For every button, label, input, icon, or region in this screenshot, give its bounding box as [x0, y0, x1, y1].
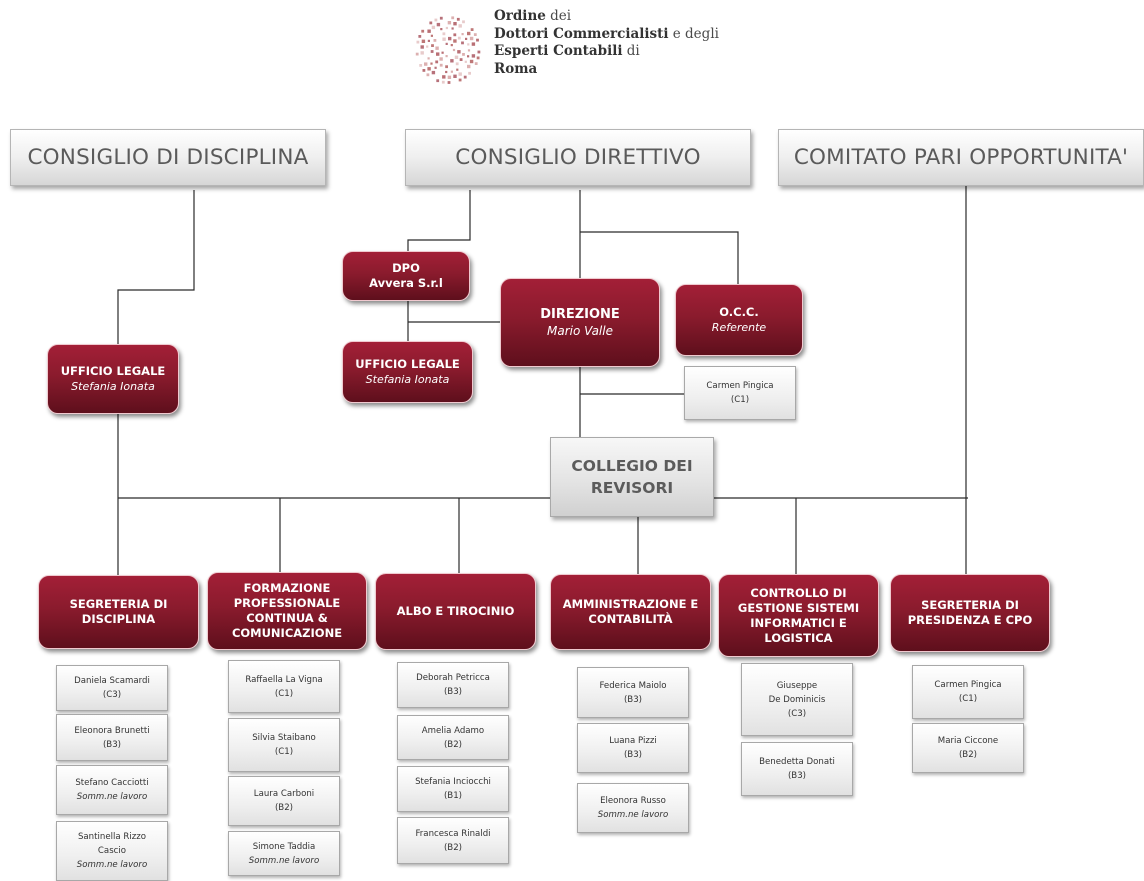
staff-card: Laura Carboni (B2)	[228, 776, 340, 826]
staff-name: Deborah Petricca	[416, 673, 490, 683]
staff-grade: (B2)	[443, 739, 463, 750]
staff-card: Stefania Inciocchi (B1)	[397, 766, 509, 812]
staff-grade: (C1)	[730, 395, 750, 405]
staff-card: Deborah Petricca (B3)	[397, 662, 509, 708]
staff-name: Simone Taddia	[252, 841, 316, 852]
staff-grade: (C1)	[958, 694, 978, 704]
staff-grade: (B2)	[274, 803, 294, 813]
staff-grade: (B2)	[443, 842, 463, 853]
staff-grade: (C3)	[102, 690, 122, 700]
dpo-box: DPO Avvera S.r.l	[342, 251, 470, 301]
unit-title: UFFICIO LEGALE	[60, 363, 166, 378]
staff-name: Daniela Scamardi	[74, 676, 150, 686]
dept-title: ALBO E TIROCINIO	[396, 604, 515, 618]
logo: Ordine dei Dottori Commercialisti e degl…	[410, 8, 740, 94]
header-comitato-pari-opportunita: COMITATO PARI OPPORTUNITA'	[778, 129, 1144, 186]
staff-card: Stefano Cacciotti Somm.ne lavoro	[56, 765, 168, 815]
logo-text: Ordine dei Dottori Commercialisti e degl…	[494, 8, 719, 78]
dept-title: SEGRETERIA DI DISCIPLINA	[69, 597, 168, 626]
staff-grade: (B3)	[102, 739, 122, 750]
staff-name: Benedetta Donati	[759, 757, 835, 767]
staff-card: Eleonora Russo Somm.ne lavoro	[577, 783, 689, 833]
staff-grade: (B3)	[443, 687, 463, 697]
staff-name: Amelia Adamo	[421, 725, 485, 736]
staff-name: Giuseppe De Dominicis	[768, 680, 826, 705]
dept-title: SEGRETERIA DI PRESIDENZA E CPO	[907, 598, 1033, 627]
staff-note: Somm.ne lavoro	[597, 810, 669, 820]
unit-person: Stefania Ionata	[365, 372, 450, 386]
ufficio-legale-left-box: UFFICIO LEGALE Stefania Ionata	[47, 344, 179, 414]
staff-grade: (C1)	[274, 688, 294, 699]
staff-name: Carmen Pingica	[706, 381, 774, 391]
unit-person: Mario Valle	[547, 324, 613, 338]
dept-title: FORMAZIONE PROFESSIONALE CONTINUA & COMU…	[231, 581, 343, 640]
logo-line-1: Ordine dei	[494, 8, 572, 24]
staff-name: Carmen Pingica	[934, 680, 1002, 690]
staff-name: Luana Pizzi	[609, 736, 657, 746]
staff-grade: (B1)	[443, 791, 463, 801]
staff-note: Somm.ne lavoro	[248, 855, 320, 866]
staff-grade: (C3)	[787, 708, 807, 719]
staff-grade: (B3)	[787, 771, 807, 781]
unit-title: DPO	[392, 261, 420, 275]
staff-card: Daniela Scamardi (C3)	[56, 665, 168, 711]
unit-person: Referente	[711, 320, 767, 334]
staff-grade: (B3)	[623, 750, 643, 760]
header-consiglio-direttivo: CONSIGLIO DIRETTIVO	[405, 129, 751, 186]
staff-card: Giuseppe De Dominicis (C3)	[741, 663, 853, 736]
occ-box: O.C.C. Referente	[675, 284, 803, 356]
staff-grade: (B2)	[958, 750, 978, 760]
staff-name: Santinella Rizzo Cascio	[77, 832, 147, 856]
staff-name: Francesca Rinaldi	[415, 828, 491, 839]
staff-note: Somm.ne lavoro	[76, 792, 148, 802]
staff-card: Santinella Rizzo Cascio Somm.ne lavoro	[56, 821, 168, 881]
staff-name: Raffaella La Vigna	[245, 674, 323, 685]
staff-name: Maria Ciccone	[937, 736, 999, 746]
dept-title: CONTROLLO DI GESTIONE SISTEMI INFORMATIC…	[737, 585, 860, 645]
staff-card: Simone Taddia Somm.ne lavoro	[228, 831, 340, 876]
staff-name: Silvia Staibano	[252, 733, 316, 743]
staff-card: Eleonora Brunetti (B3)	[56, 714, 168, 761]
dept-albo-tirocinio: ALBO E TIROCINIO	[375, 573, 536, 650]
logo-line-3: Esperti Contabili di	[494, 43, 640, 59]
staff-note: Somm.ne lavoro	[76, 860, 148, 870]
staff-card: Francesca Rinaldi (B2)	[397, 817, 509, 864]
staff-name: Eleonora Russo	[600, 796, 666, 806]
unit-title: O.C.C.	[719, 304, 759, 319]
unit-person: Stefania Ionata	[71, 379, 155, 393]
staff-grade: (C1)	[274, 747, 294, 757]
staff-card: Luana Pizzi (B3)	[577, 723, 689, 773]
dept-controllo-gestione: CONTROLLO DI GESTIONE SISTEMI INFORMATIC…	[718, 574, 879, 657]
staff-card: Amelia Adamo (B2)	[397, 715, 509, 760]
staff-name: Stefano Cacciotti	[75, 778, 149, 788]
dept-amministrazione: AMMINISTRAZIONE E CONTABILITÀ	[550, 574, 711, 650]
logo-line-4: Roma	[494, 60, 538, 77]
staff-card: Raffaella La Vigna (C1)	[228, 660, 340, 713]
direzione-box: DIREZIONE Mario Valle	[500, 278, 660, 367]
staff-grade: (B3)	[623, 694, 643, 705]
staff-name: Eleonora Brunetti	[74, 725, 150, 736]
staff-card: Maria Ciccone (B2)	[912, 723, 1024, 773]
staff-name: Stefania Inciocchi	[415, 777, 491, 787]
staff-name: Federica Maiolo	[599, 680, 667, 691]
logo-line-2: Dottori Commercialisti e degli	[494, 25, 719, 42]
staff-name: Laura Carboni	[253, 789, 315, 799]
staff-card: Carmen Pingica (C1)	[912, 665, 1024, 719]
dept-segreteria-presidenza: SEGRETERIA DI PRESIDENZA E CPO	[890, 574, 1050, 652]
dept-title: AMMINISTRAZIONE E CONTABILITÀ	[562, 597, 699, 626]
staff-card: Silvia Staibano (C1)	[228, 718, 340, 772]
unit-title: DIREZIONE	[540, 307, 620, 322]
occ-staff-card: Carmen Pingica (C1)	[684, 366, 796, 420]
unit-title: UFFICIO LEGALE	[355, 356, 460, 371]
dept-segreteria-disciplina: SEGRETERIA DI DISCIPLINA	[38, 575, 199, 649]
dept-formazione: FORMAZIONE PROFESSIONALE CONTINUA & COMU…	[207, 572, 367, 650]
collegio-revisori-box: COLLEGIO DEI REVISORI	[550, 437, 714, 517]
ufficio-legale-mid-box: UFFICIO LEGALE Stefania Ionata	[342, 341, 473, 403]
staff-card: Federica Maiolo (B3)	[577, 667, 689, 718]
staff-card: Benedetta Donati (B3)	[741, 742, 853, 796]
header-consiglio-disciplina: CONSIGLIO DI DISCIPLINA	[10, 129, 326, 186]
logo-emblem-icon	[415, 16, 481, 84]
unit-person: Avvera S.r.l	[369, 276, 443, 290]
